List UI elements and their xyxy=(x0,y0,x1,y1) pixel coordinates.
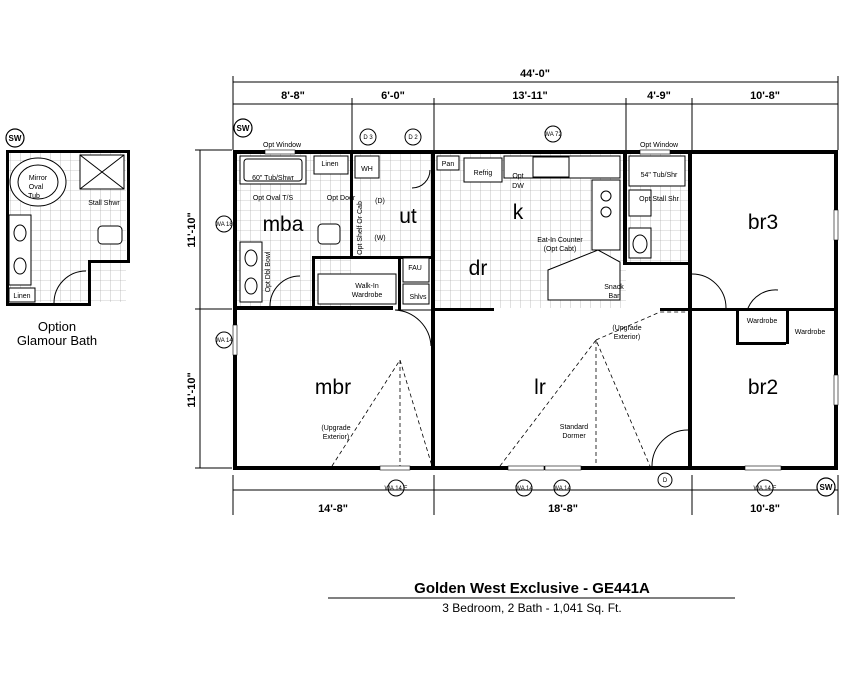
room-dr: dr xyxy=(469,257,488,280)
dormer-lines xyxy=(331,311,688,467)
tag-wa14-b1: WA 14 xyxy=(515,486,533,492)
tag-wa14-side: WA 14 xyxy=(215,338,233,344)
tag-wa72: WA 72 xyxy=(544,132,562,138)
tag-wa14-b2: WA 14 xyxy=(553,486,571,492)
label-fau: FAU xyxy=(408,265,422,272)
label-standard-2: Dormer xyxy=(562,433,586,440)
dim-side-1: 11'-10" xyxy=(186,212,198,247)
dim-side-2: 11'-10" xyxy=(186,372,198,407)
label-tub-60: 60" Tub/Shwr xyxy=(252,175,294,182)
dim-top-4: 4'-9" xyxy=(647,90,671,102)
label-opt-window-1: Opt Window xyxy=(263,142,302,149)
label-mirror-3: Tub xyxy=(28,193,40,200)
label-pan: Pan xyxy=(442,161,455,168)
top-dimensions: 44'-0" 8'-8" 6'-0" 13'-11" 4'-9" 10'-8" xyxy=(232,68,839,150)
label-opt-stall: Opt Stall Shr xyxy=(639,196,679,203)
side-dimensions: 11'-10" 11'-10" xyxy=(186,149,232,469)
dim-top-3: 13'-11" xyxy=(512,90,547,102)
label-eat-in-2: (Opt Cabt) xyxy=(544,246,577,253)
label-eat-in-1: Eat-In Counter xyxy=(537,237,583,244)
label-opt-shelf: Opt Shelf Or Cab xyxy=(357,201,364,255)
label-opt: Opt xyxy=(512,173,523,180)
label-refrig: Refrig xyxy=(474,170,493,177)
tag-wa18: WA 18 xyxy=(215,222,233,228)
label-opt-door: Opt Door xyxy=(327,195,356,202)
wall-tags: WA 18 WA 14 WA 72 D 3 D 2 WA 14 E WA 14 … xyxy=(215,125,777,497)
room-k: k xyxy=(513,201,524,224)
dim-bottom-1: 14'-8" xyxy=(318,503,348,515)
dim-top-5: 10'-8" xyxy=(750,90,780,102)
dim-top-2: 6'-0" xyxy=(381,90,405,102)
label-upgrade-ext-mbr-2: Exterior) xyxy=(323,434,349,441)
doors xyxy=(269,169,779,467)
label-walk-in-2: Wardrobe xyxy=(352,292,383,299)
dim-bottom-3: 10'-8" xyxy=(750,503,780,515)
tag-wa14e-1: WA 14 E xyxy=(384,486,407,492)
label-dw: DW xyxy=(512,183,524,190)
master-bath-fixtures xyxy=(239,155,430,305)
option-glamour-bath: Mirror Oval Tub Stall Shwr Linen xyxy=(6,150,130,306)
dim-bottom-2: 18'-8" xyxy=(548,503,578,515)
label-upgrade-ext-mbr-1: (Upgrade xyxy=(321,425,350,432)
label-upgrade-ext-lr-2: Exterior) xyxy=(614,334,640,341)
label-shlvs: Shlvs xyxy=(409,294,427,301)
label-wardrobe-1: Wardrobe xyxy=(747,318,778,325)
label-wardrobe-2: Wardrobe xyxy=(795,329,826,336)
kitchen-fixtures xyxy=(436,155,686,301)
label-tub-54: 54" Tub/Shr xyxy=(641,172,678,179)
tag-d2: D 2 xyxy=(408,135,418,141)
room-br2: br2 xyxy=(748,376,778,399)
label-wh: WH xyxy=(361,166,373,173)
sw-tag-top: SW xyxy=(237,124,250,133)
overall-dimension: 44'-0" xyxy=(520,68,550,80)
room-mbr: mbr xyxy=(315,376,351,399)
label-w: (W) xyxy=(374,235,385,242)
label-linen-small: Linen xyxy=(13,293,30,300)
sw-tag-bottom: SW xyxy=(820,483,833,492)
label-stall-shwr: Stall Shwr xyxy=(88,200,120,207)
option-label-2: Glamour Bath xyxy=(17,333,97,348)
label-snack-2: Bar xyxy=(609,293,621,300)
sw-tag-option: SW xyxy=(9,134,22,143)
tag-d1: D xyxy=(663,478,668,484)
label-opt-window-2: Opt Window xyxy=(640,142,679,149)
interior-walls xyxy=(233,150,834,470)
option-label-1: Option xyxy=(38,319,76,334)
label-opt-oval-ts: Opt Oval T/S xyxy=(253,195,294,202)
bottom-dimensions: 14'-8" 18'-8" 10'-8" xyxy=(232,475,839,515)
label-linen: Linen xyxy=(321,161,338,168)
label-walk-in-1: Walk-In xyxy=(355,283,379,290)
label-snack-1: Snack xyxy=(604,284,624,291)
label-opt-dbl-bowl: Opt Dbl Bowl xyxy=(265,251,272,292)
label-mirror-2: Oval xyxy=(29,184,44,191)
sw-tags: SW SW SW xyxy=(5,118,836,497)
label-mirror-1: Mirror xyxy=(29,175,48,182)
dim-top-1: 8'-8" xyxy=(281,90,305,102)
room-br3: br3 xyxy=(748,211,778,234)
label-standard-1: Standard xyxy=(560,424,589,431)
room-mba: mba xyxy=(263,213,304,236)
label-d: (D) xyxy=(375,198,385,205)
plan-title: Golden West Exclusive - GE441A xyxy=(414,580,650,597)
room-lr: lr xyxy=(534,376,546,399)
tag-d3: D 3 xyxy=(363,135,373,141)
label-upgrade-ext-lr-1: (Upgrade xyxy=(612,325,641,332)
tag-wa14e-2: WA 14 E xyxy=(753,486,776,492)
room-ut: ut xyxy=(399,205,417,228)
plan-subtitle: 3 Bedroom, 2 Bath - 1,041 Sq. Ft. xyxy=(442,601,621,615)
